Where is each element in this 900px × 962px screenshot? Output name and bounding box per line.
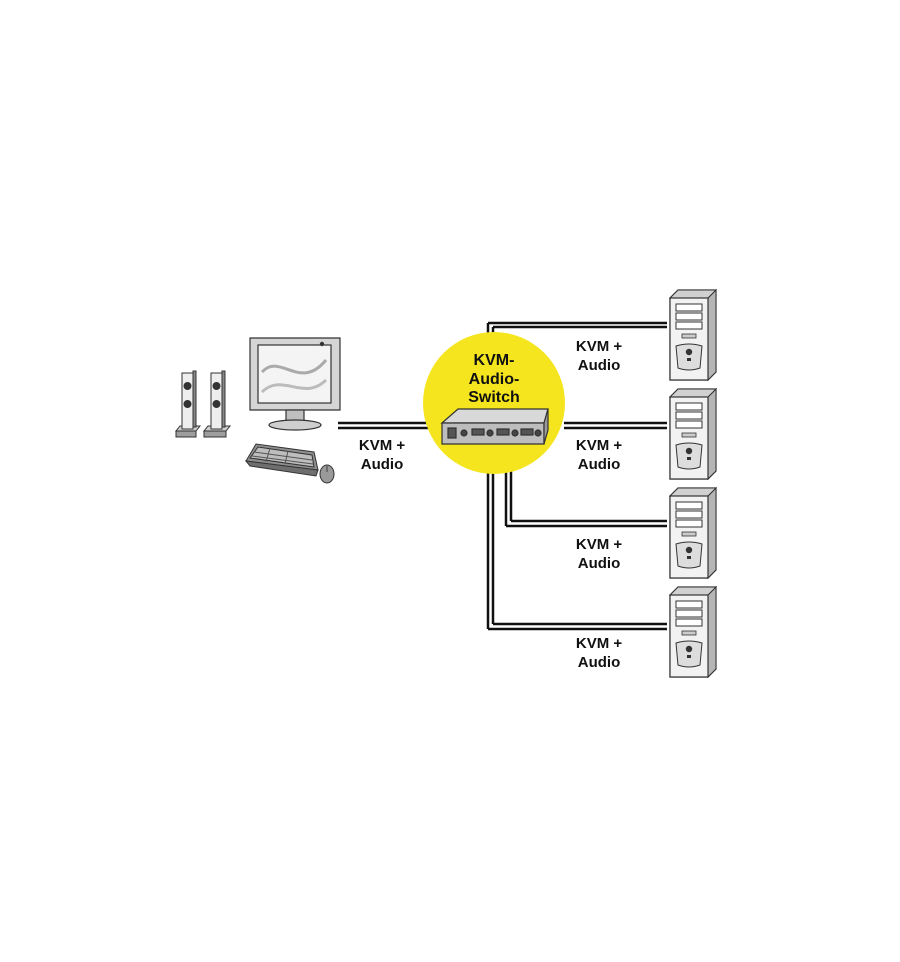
hub-title-line-1: KVM- xyxy=(474,352,515,369)
workstation-link-label-line-2: Audio xyxy=(361,456,404,473)
kvm-switch-icon xyxy=(440,408,549,445)
pc-link-label-2-line-2: Audio xyxy=(578,456,621,473)
pc-link-label-1-line-2: Audio xyxy=(578,357,621,374)
pc-link-label-3-line-2: Audio xyxy=(578,555,621,572)
cable-pc-4 xyxy=(486,470,667,631)
pc-link-label-1-line-1: KVM + xyxy=(576,338,623,355)
pc-link-label-2: KVM + Audio xyxy=(576,437,623,473)
pc-link-label-4: KVM + Audio xyxy=(576,635,623,671)
pc-link-label-4-line-1: KVM + xyxy=(576,635,623,652)
kvm-audio-switch-hub: KVM- Audio- Switch xyxy=(423,332,565,474)
speaker-icon xyxy=(202,370,232,438)
pc-tower-icon xyxy=(669,586,717,678)
pc-link-label-2-line-1: KVM + xyxy=(576,437,623,454)
cables xyxy=(338,321,667,631)
pc-tower-icon xyxy=(669,487,717,579)
workstation-link-label: KVM + Audio xyxy=(359,437,406,473)
hub-title-line-3: Switch xyxy=(468,389,520,406)
pc-link-label-4-line-2: Audio xyxy=(578,654,621,671)
cable-pc-3 xyxy=(504,470,667,528)
hub-title-line-2: Audio- xyxy=(469,371,520,388)
monitor-icon xyxy=(249,337,341,431)
pc-link-label-1: KVM + Audio xyxy=(576,338,623,374)
pc-link-label-3-line-1: KVM + xyxy=(576,536,623,553)
workstation xyxy=(174,337,341,484)
keyboard-icon xyxy=(244,443,319,477)
pc-link-label-3: KVM + Audio xyxy=(576,536,623,572)
pc-tower-icon xyxy=(669,388,717,480)
pc-tower-icon xyxy=(669,289,717,381)
mouse-icon xyxy=(319,464,335,484)
speaker-icon xyxy=(174,370,202,438)
cable-workstation xyxy=(338,421,432,430)
workstation-link-label-line-1: KVM + xyxy=(359,437,406,454)
cable-pc-2 xyxy=(564,421,667,430)
